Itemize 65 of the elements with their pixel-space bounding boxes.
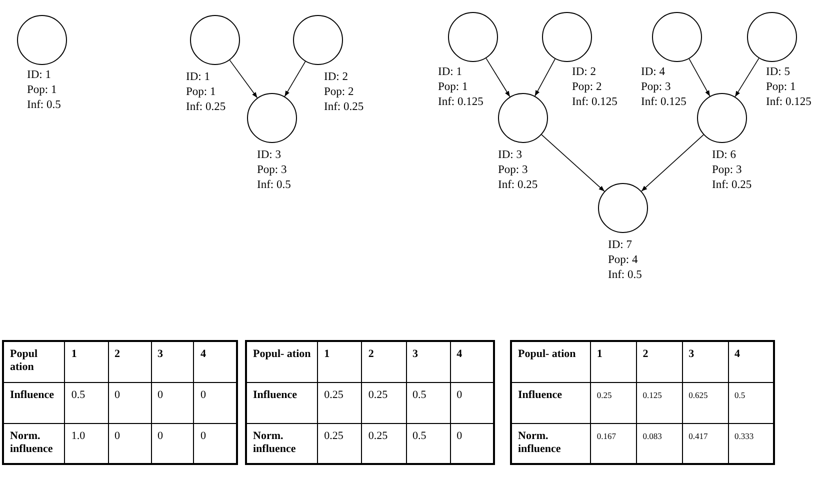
node-caption: Inf: 0.125	[438, 95, 484, 110]
arrow	[284, 61, 306, 97]
table-cell: 0.25	[590, 382, 636, 423]
node-caption: Pop: 3	[498, 163, 529, 178]
table-cell: 0.5	[406, 382, 450, 423]
node-caption: Pop: 2	[324, 85, 355, 100]
table-cell: 0	[151, 382, 194, 423]
node-caption: Pop: 1	[186, 85, 217, 100]
table-cell: Popul- ation	[511, 341, 590, 382]
table-cell: Popul- ation	[246, 341, 318, 382]
node-caption: Pop: 1	[766, 80, 797, 95]
table-cell: 2	[108, 341, 151, 382]
node-caption: Pop: 3	[257, 163, 288, 178]
table-cell: Influence	[511, 382, 590, 423]
arrow	[688, 58, 710, 97]
table-cell: 2	[362, 341, 406, 382]
node-caption: Pop: 3	[641, 80, 672, 95]
table-cell: 1	[590, 341, 636, 382]
node-caption: ID: 6	[712, 148, 737, 163]
arrow	[641, 134, 704, 192]
node-caption: ID: 4	[641, 65, 666, 80]
table-cell: 0	[108, 382, 151, 423]
node-caption: Pop: 2	[572, 80, 603, 95]
node-caption: Inf: 0.25	[712, 178, 752, 193]
table-cell: Influence	[3, 382, 65, 423]
node-caption: Inf: 0.5	[257, 178, 291, 193]
arrow	[486, 58, 510, 98]
table-cell: 1	[64, 341, 108, 382]
node-caption: Inf: 0.25	[324, 100, 364, 115]
table-cell: 1	[318, 341, 362, 382]
node-caption: ID: 3	[498, 148, 523, 163]
table-cell: 0.5	[64, 382, 108, 423]
table-cell: 0.625	[682, 382, 728, 423]
node-caption: Pop: 1	[438, 80, 469, 95]
node-caption: Inf: 0.125	[572, 95, 618, 110]
node-caption: ID: 2	[572, 65, 597, 80]
table-cell: 3	[682, 341, 728, 382]
node-caption: Inf: 0.125	[766, 95, 812, 110]
node-caption: ID: 5	[766, 65, 791, 80]
node-caption: Inf: 0.125	[641, 95, 686, 110]
node-caption: Pop: 3	[712, 163, 743, 178]
node-caption: ID: 7	[608, 238, 633, 253]
table-cell: 0.25	[362, 382, 406, 423]
table-cell: 0.125	[636, 382, 682, 423]
arrow	[734, 58, 760, 98]
table-cell: Influence	[246, 382, 318, 423]
node-caption: ID: 2	[324, 70, 349, 85]
table-cell: 2	[636, 341, 682, 382]
node-caption: ID: 1	[438, 65, 463, 80]
node-caption: ID: 3	[257, 148, 282, 163]
node-caption: Inf: 0.25	[498, 178, 538, 193]
table-cell: 0.25	[318, 382, 362, 423]
table-cell: 3	[151, 341, 194, 382]
arrow	[534, 58, 556, 96]
node-caption: Inf: 0.5	[27, 98, 61, 113]
node-caption: Inf: 0.25	[186, 100, 226, 115]
node-caption: Pop: 1	[27, 83, 58, 98]
node-caption: ID: 1	[27, 68, 52, 83]
arrow	[541, 134, 605, 192]
arrow	[229, 60, 258, 98]
node-caption: Inf: 0.5	[608, 268, 642, 283]
table-cell: 3	[406, 341, 450, 382]
node-caption: ID: 1	[186, 70, 211, 85]
table-cell: Popul ation	[3, 341, 65, 382]
node-caption: Pop: 4	[608, 253, 639, 268]
